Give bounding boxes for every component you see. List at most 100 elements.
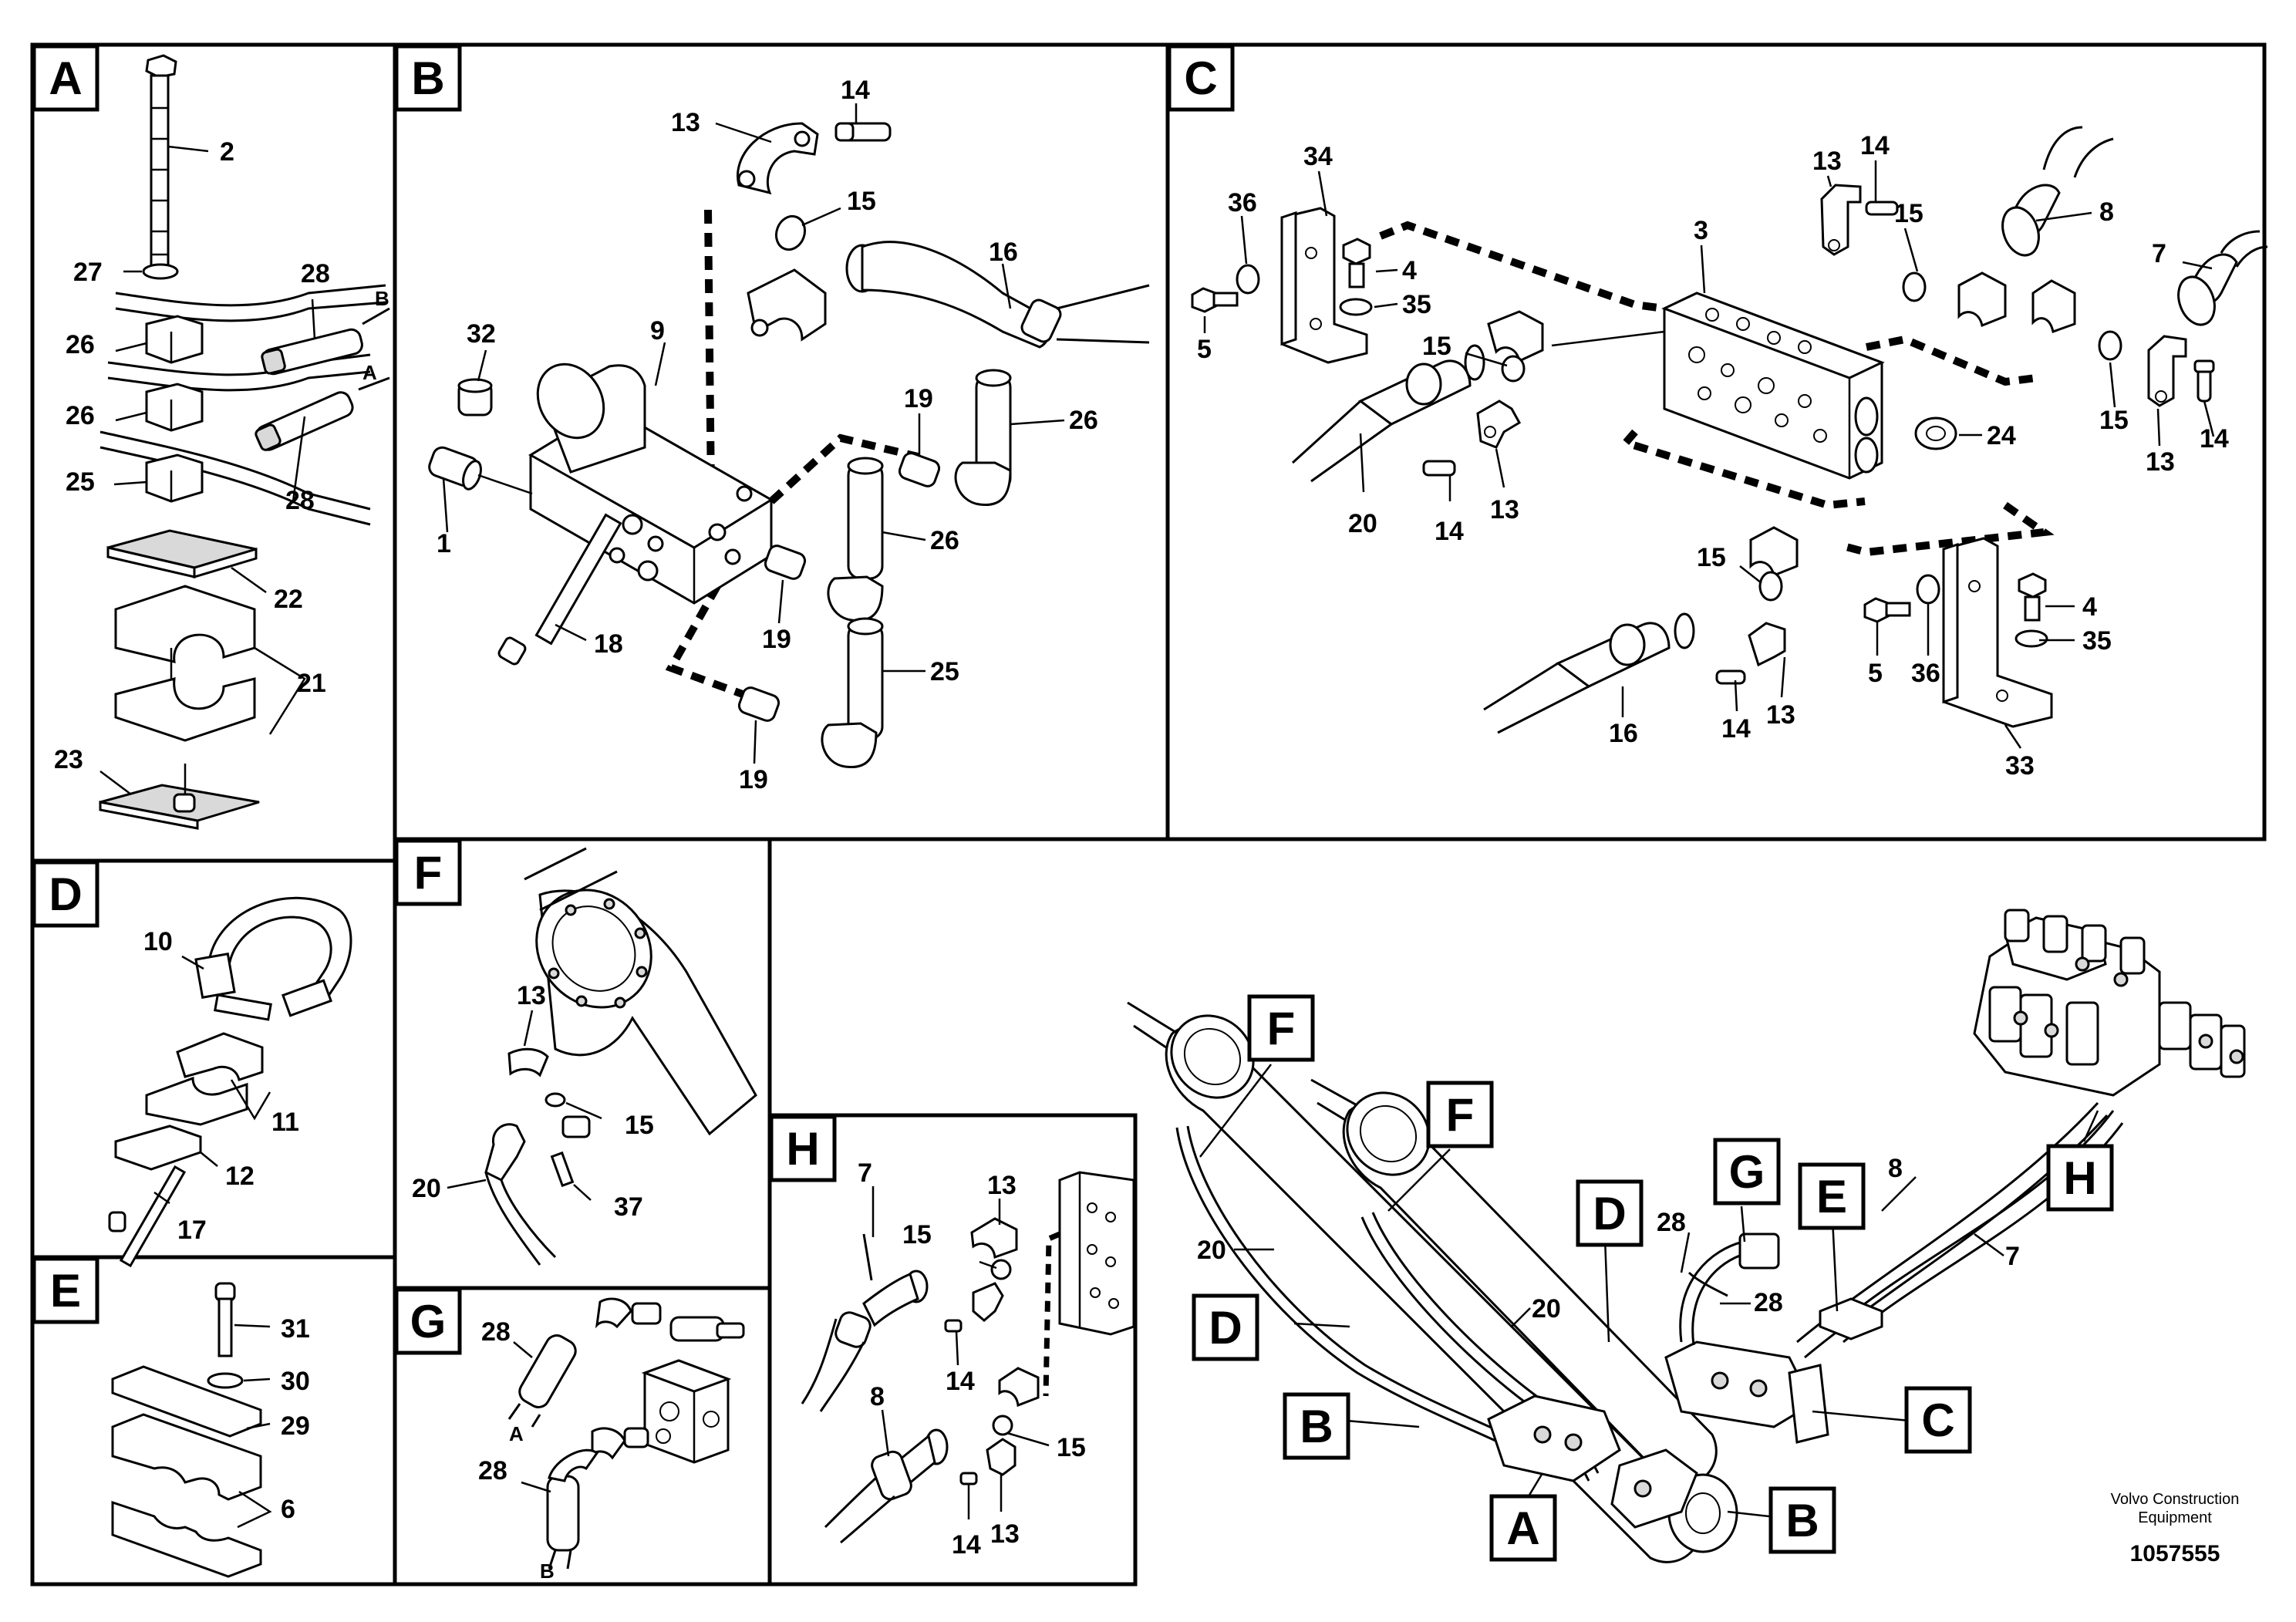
part-label: 8 bbox=[870, 1382, 885, 1411]
part-label: 3 bbox=[1694, 216, 1708, 245]
part-label: 13 bbox=[990, 1519, 1020, 1549]
hose-end-label: A bbox=[509, 1422, 524, 1445]
part-label: 27 bbox=[73, 258, 103, 287]
part-label: 15 bbox=[2099, 406, 2129, 435]
part-label: 37 bbox=[614, 1192, 643, 1222]
panel-h-drawing bbox=[801, 1171, 1135, 1544]
part-label: 16 bbox=[1609, 719, 1638, 748]
part-label: 28 bbox=[478, 1456, 507, 1485]
part-label: 17 bbox=[177, 1216, 207, 1245]
panel-frames bbox=[30, 42, 2267, 1587]
panel-letter-a: A bbox=[49, 52, 82, 104]
part-label: 26 bbox=[1069, 406, 1098, 435]
panel-b-frame bbox=[393, 42, 1170, 841]
part-label: 20 bbox=[412, 1174, 441, 1203]
part-label: 34 bbox=[1303, 142, 1333, 171]
part-label: 21 bbox=[297, 669, 326, 698]
panel-letter-d: D bbox=[49, 868, 82, 920]
part-label: 15 bbox=[1697, 543, 1726, 572]
overview-callouts: F F G D E H D B C A B bbox=[1192, 994, 2114, 1562]
panel-g-labels: 28 A 28 B bbox=[478, 1317, 555, 1583]
panel-e-drawing bbox=[111, 1282, 272, 1578]
part-label: 29 bbox=[281, 1411, 310, 1441]
part-label: 26 bbox=[66, 330, 95, 359]
part-label: 9 bbox=[650, 316, 665, 346]
panel-letter-b: B bbox=[411, 52, 444, 104]
callout-e: E bbox=[1816, 1171, 1847, 1222]
part-label: 32 bbox=[467, 319, 496, 349]
panel-d-labels: 10 11 12 17 bbox=[143, 927, 299, 1245]
part-label: 19 bbox=[739, 765, 768, 794]
overview-labels: 20 20 28 28 8 7 bbox=[1197, 1154, 2020, 1324]
part-label: 7 bbox=[2152, 239, 2166, 268]
panel-letter-h: H bbox=[786, 1123, 819, 1175]
panel-a-labels: 2 27 28 B 26 A 26 28 25 22 21 23 bbox=[54, 137, 389, 774]
part-label: 13 bbox=[1766, 700, 1795, 730]
overview-drawing bbox=[1127, 909, 2246, 1563]
panel-e-labels: 31 30 29 6 bbox=[281, 1314, 310, 1524]
panel-b-drawing bbox=[428, 103, 1150, 769]
panel-h-labels: 13 15 7 14 8 15 14 13 bbox=[858, 1158, 1086, 1560]
part-label: 24 bbox=[1987, 421, 2016, 450]
part-label: 13 bbox=[2146, 447, 2175, 477]
part-label: 13 bbox=[1490, 495, 1519, 524]
part-label: 5 bbox=[1868, 659, 1883, 688]
part-label: 13 bbox=[987, 1171, 1017, 1200]
part-label: 14 bbox=[952, 1530, 981, 1560]
control-valve bbox=[1973, 909, 2246, 1097]
panel-c-drawing bbox=[1191, 126, 2268, 749]
panel-a-drawing bbox=[99, 54, 390, 830]
part-label: 12 bbox=[225, 1162, 255, 1191]
panel-a-frame bbox=[30, 42, 397, 863]
part-label: 13 bbox=[1812, 147, 1842, 176]
part-label: 28 bbox=[481, 1317, 511, 1347]
panel-c-labels: 34 36 4 35 5 3 13 14 15 8 7 15 24 15 13 … bbox=[1197, 131, 2229, 781]
part-label: 14 bbox=[1435, 517, 1464, 546]
panel-g-drawing bbox=[507, 1297, 745, 1570]
part-label: 14 bbox=[1721, 714, 1751, 744]
part-label: 7 bbox=[858, 1158, 872, 1188]
part-label: 28 bbox=[285, 486, 315, 515]
panel-b-labels: 13 14 15 16 32 9 19 26 1 26 19 18 25 19 bbox=[437, 76, 1098, 794]
hose-end-label: A bbox=[362, 361, 377, 384]
part-label: 19 bbox=[904, 384, 933, 413]
part-label: 31 bbox=[281, 1314, 310, 1344]
part-label: 15 bbox=[902, 1220, 932, 1249]
panel-d-drawing bbox=[108, 896, 352, 1268]
part-label: 25 bbox=[930, 657, 959, 686]
callout-a: A bbox=[1506, 1502, 1539, 1554]
part-label: 22 bbox=[274, 585, 303, 614]
part-label: 30 bbox=[281, 1367, 310, 1396]
panel-letter-c: C bbox=[1184, 52, 1217, 104]
part-label: 26 bbox=[930, 526, 959, 555]
panel-h-frame bbox=[767, 1113, 1138, 1587]
part-label: 4 bbox=[2082, 592, 2097, 622]
callout-d: D bbox=[1593, 1188, 1626, 1239]
panel-f-labels: 13 15 20 37 bbox=[412, 981, 654, 1222]
part-label: 35 bbox=[1402, 290, 1431, 319]
part-label: 15 bbox=[625, 1111, 654, 1140]
part-label: 6 bbox=[281, 1495, 295, 1524]
part-label: 10 bbox=[143, 927, 173, 956]
part-label: 14 bbox=[1860, 131, 1890, 160]
panel-letter-g: G bbox=[410, 1296, 447, 1347]
part-label: 2 bbox=[220, 137, 234, 167]
callout-c: C bbox=[1921, 1394, 1954, 1446]
washer-27 bbox=[142, 263, 179, 280]
part-label: 1 bbox=[437, 529, 451, 558]
callout-h: H bbox=[2063, 1152, 2096, 1204]
part-label: 4 bbox=[1402, 256, 1417, 285]
part-label: 18 bbox=[594, 629, 623, 659]
part-label: 15 bbox=[1057, 1433, 1086, 1462]
part-label: 8 bbox=[1888, 1154, 1903, 1183]
part-label: 8 bbox=[2099, 197, 2114, 227]
footer: Volvo Construction Equipment 1057555 bbox=[2111, 1491, 2240, 1566]
part-label: 14 bbox=[946, 1367, 975, 1396]
callout-b: B bbox=[1785, 1495, 1819, 1546]
part-label: 13 bbox=[517, 981, 546, 1010]
callout-b: B bbox=[1300, 1401, 1333, 1452]
part-label: 20 bbox=[1532, 1294, 1561, 1324]
part-label: 23 bbox=[54, 745, 83, 774]
document-number: 1057555 bbox=[2130, 1541, 2220, 1566]
